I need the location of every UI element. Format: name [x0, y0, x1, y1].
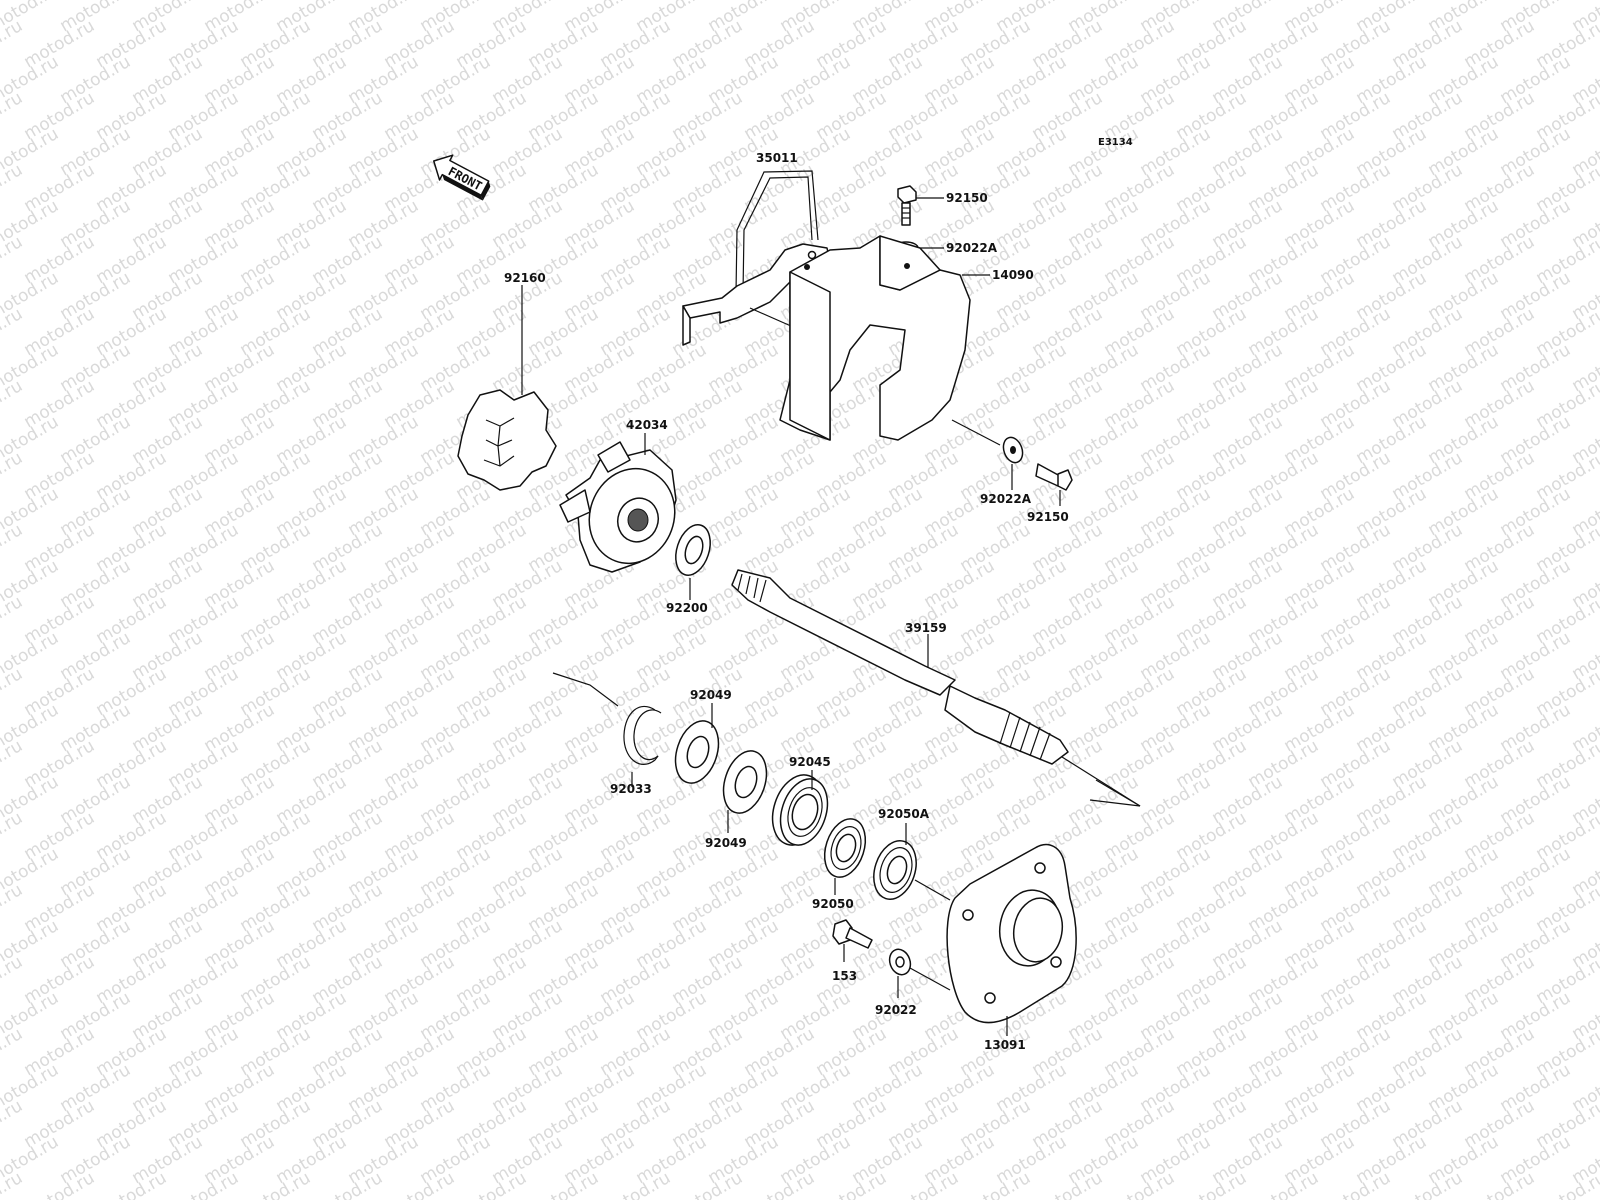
cover-14090: [779, 235, 1001, 446]
label-92022: 92022: [875, 1003, 917, 1017]
spacer-92049-1: [674, 703, 720, 784]
part-labels: 35011 92150 92022A 14090 92160 42034 920…: [504, 151, 1069, 1052]
bolt-92150-side: [1035, 463, 1073, 506]
bolt-92150-top: [897, 185, 944, 226]
label-92050: 92050: [812, 897, 854, 911]
washer-92022: [888, 948, 951, 998]
label-92049-2: 92049: [705, 836, 747, 850]
label-13091: 13091: [984, 1038, 1026, 1052]
damper-92160: [457, 285, 557, 491]
oil-seal-92050: [823, 818, 867, 895]
coupling-42034: [559, 433, 677, 573]
spacer-92049-2: [722, 750, 768, 833]
reference-code: E3134: [1098, 137, 1133, 148]
label-92160: 92160: [504, 271, 546, 285]
label-92150-side: 92150: [1027, 510, 1069, 524]
front-arrow: FRONT: [432, 154, 491, 201]
label-92022a-top: 92022A: [946, 241, 998, 255]
label-92049-1: 92049: [690, 688, 732, 702]
label-92022a-side: 92022A: [980, 492, 1032, 506]
label-35011: 35011: [756, 151, 798, 165]
label-92150-top: 92150: [946, 191, 988, 205]
bearing-holder-13091: [946, 843, 1077, 1036]
bearing-92045: [771, 770, 829, 846]
bracket-35011: [682, 170, 831, 346]
label-92200: 92200: [666, 601, 708, 615]
label-42034: 42034: [626, 418, 668, 432]
label-14090: 14090: [992, 268, 1034, 282]
label-153: 153: [832, 969, 857, 983]
leader-line-left: [552, 672, 619, 707]
label-92033: 92033: [610, 782, 652, 796]
washer-92022a-side: [1002, 436, 1024, 490]
label-92050a: 92050A: [878, 807, 930, 821]
bolt-153: [832, 919, 873, 962]
label-92045: 92045: [789, 755, 831, 769]
drive-shaft-39159: [731, 569, 1141, 807]
circlip-92033: [623, 705, 662, 787]
oil-seal-92050a: [873, 823, 951, 901]
washer-92200: [675, 524, 711, 600]
label-39159: 39159: [905, 621, 947, 635]
